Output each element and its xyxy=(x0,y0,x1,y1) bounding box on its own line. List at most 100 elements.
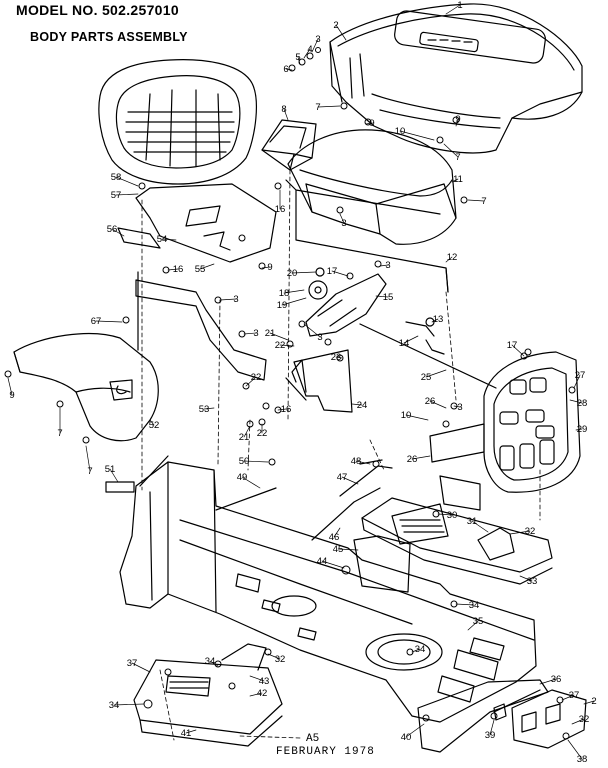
part-number-label: 55 xyxy=(195,264,206,275)
lower-bracket-part xyxy=(105,481,135,493)
callout-leader xyxy=(511,344,525,357)
part-number-label: 30 xyxy=(447,510,458,521)
part-number-label: 7 xyxy=(481,196,486,207)
part-number-label: 21 xyxy=(265,328,276,339)
callout-leader xyxy=(351,403,363,406)
part-number-label: 34 xyxy=(469,600,480,611)
part-number-label: 9 xyxy=(455,114,460,125)
callout-leader xyxy=(379,264,389,267)
part-number-label: 31 xyxy=(467,516,478,527)
callout-leader xyxy=(203,407,215,410)
part-number-label: 37 xyxy=(127,658,138,669)
part-number-label: 32 xyxy=(579,714,590,725)
callout-leader xyxy=(375,295,389,298)
callout-leader xyxy=(455,118,459,127)
callout-leader xyxy=(115,193,139,196)
rear-hitch-part xyxy=(417,679,587,753)
callout-leader xyxy=(149,419,155,426)
part-number-label: 27 xyxy=(575,370,586,381)
steering-support-part xyxy=(285,273,387,401)
part-number-label: 3 xyxy=(253,328,258,339)
callout-leader xyxy=(283,108,289,121)
steering-pivot-part xyxy=(308,267,328,300)
callout-leader xyxy=(411,455,431,460)
part-number-label: 57 xyxy=(111,190,122,201)
part-number-label: 17 xyxy=(507,340,518,351)
part-number-label: 3 xyxy=(317,332,322,343)
centre-lines xyxy=(141,169,541,741)
callout-leader xyxy=(115,176,139,187)
part-number-label: 2 xyxy=(591,696,596,707)
callout-leader xyxy=(411,648,421,653)
battery-box-part xyxy=(261,119,317,171)
part-number-label: 32 xyxy=(525,526,536,537)
callout-leader xyxy=(241,476,261,489)
callout-leader xyxy=(333,527,341,538)
part-number-label: 39 xyxy=(485,730,496,741)
part-number-label: 44 xyxy=(317,556,328,567)
part-number-label: 3 xyxy=(315,34,320,45)
part-number-label: 3 xyxy=(385,260,390,271)
drawing-code: A5 xyxy=(306,733,320,745)
callout-leader xyxy=(85,445,91,472)
dash-housing-part xyxy=(287,129,457,245)
callout-leader xyxy=(283,289,305,294)
part-number-label: 36 xyxy=(551,674,562,685)
part-number-label: 34 xyxy=(109,700,120,711)
part-number-label: 67 xyxy=(91,316,102,327)
part-number-label: 41 xyxy=(181,728,192,739)
part-number-label: 12 xyxy=(447,252,458,263)
callout-leader xyxy=(161,238,177,241)
callout-leader xyxy=(113,703,145,706)
callout-leader xyxy=(243,460,269,463)
seat-bracket-part xyxy=(135,271,267,381)
part-number-label: 37 xyxy=(569,690,580,701)
dash-panel-part xyxy=(353,535,411,593)
part-number-label: 21 xyxy=(239,432,250,443)
callout-leader xyxy=(571,718,585,725)
part-number-label: 7 xyxy=(315,102,320,113)
callout-leader xyxy=(303,48,311,59)
callout-leader xyxy=(569,399,583,404)
callout-leader xyxy=(445,4,461,15)
part-number-label: 22 xyxy=(251,372,262,383)
callout-leader xyxy=(199,263,215,270)
callout-leader xyxy=(539,678,557,685)
callout-leader xyxy=(209,660,219,667)
part-number-label: 6 xyxy=(283,64,288,75)
callout-leader xyxy=(519,575,533,582)
callout-leader xyxy=(243,425,251,438)
drag-link-part xyxy=(359,317,497,389)
callout-leader xyxy=(399,130,435,141)
callout-leader xyxy=(185,729,197,734)
callout-leader xyxy=(95,320,123,323)
part-number-label: 3 xyxy=(341,218,346,229)
callout-leader xyxy=(431,318,439,323)
callout-leader xyxy=(249,692,263,697)
callout-leader xyxy=(317,105,341,108)
part-number-label: 48 xyxy=(351,456,362,467)
part-number-label: 18 xyxy=(279,288,290,299)
callout-leader xyxy=(489,719,495,736)
part-number-label: 5 xyxy=(295,52,300,63)
part-number-label: 7 xyxy=(57,428,62,439)
part-number-label: 45 xyxy=(333,544,344,555)
callout-leader xyxy=(269,332,289,341)
callout-leader xyxy=(575,428,583,431)
callout-leader xyxy=(451,178,459,183)
callout-leader xyxy=(321,560,345,569)
part-number-label: 47 xyxy=(337,472,348,483)
hood-part xyxy=(329,3,583,154)
seat-support-part xyxy=(117,183,277,263)
part-number-label: 17 xyxy=(327,266,338,277)
callout-leader xyxy=(131,662,151,673)
part-number-label: 50 xyxy=(239,456,250,467)
callout-leader xyxy=(341,476,359,485)
callout-leader xyxy=(167,268,179,271)
callout-leader xyxy=(339,213,345,224)
model-number-title: MODEL NO. 502.257010 xyxy=(16,2,179,18)
left-footrest-part xyxy=(133,643,283,747)
callout-leader xyxy=(335,24,347,41)
